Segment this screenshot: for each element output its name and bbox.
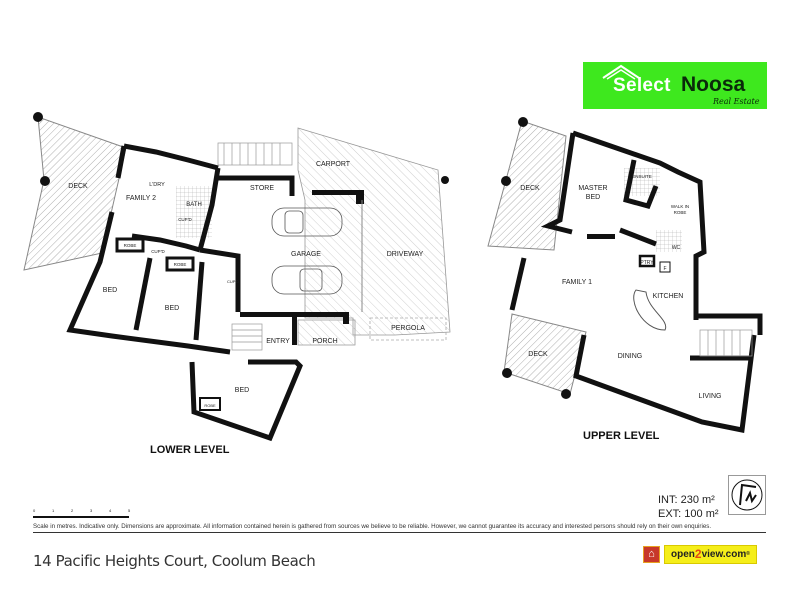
svg-text:CUP'D: CUP'D [178, 217, 192, 222]
lower-level-title: LOWER LEVEL [150, 444, 230, 456]
room-deck-upper: DECK [520, 185, 540, 192]
room-fridge: F [663, 266, 666, 272]
room-porch: PORCH [312, 338, 337, 345]
logo-select-text: Select [613, 75, 671, 96]
room-entry: ENTRY [266, 338, 290, 345]
svg-text:ROBE: ROBE [124, 243, 137, 248]
room-bed-3: BED [235, 387, 249, 394]
room-driveway: DRIVEWAY [387, 251, 424, 258]
disclaimer-text: Scale in metres. Indicative only. Dimens… [33, 523, 766, 533]
svg-text:ROBE: ROBE [204, 403, 216, 408]
svg-text:CUP'D: CUP'D [227, 279, 239, 284]
room-master-bed: MASTER [578, 185, 607, 192]
room-deck-lower: DECK [68, 183, 88, 190]
svg-text:CUP'D: CUP'D [151, 249, 165, 254]
room-garage: GARAGE [291, 251, 321, 258]
logo-noosa-text: Noosa [681, 73, 746, 96]
room-bath: BATH [186, 202, 202, 208]
area-external: EXT: 100 m² [658, 508, 719, 520]
area-internal: INT: 230 m² [658, 494, 715, 506]
room-pergola: PERGOLA [391, 325, 425, 332]
room-store: STORE [250, 185, 274, 192]
property-address: 14 Pacific Heights Court, Coolum Beach [33, 552, 316, 570]
room-dining: DINING [618, 353, 643, 360]
select-noosa-logo: Select Noosa Real Estate [583, 62, 767, 109]
svg-text:ROBE: ROBE [174, 262, 187, 267]
room-laundry: L'DRY [149, 182, 165, 188]
lower-level-plan: DECK FAMILY 2 L'DRY BATH CUP'D ROBE CUP'… [23, 112, 451, 442]
room-ensuite: ENSUITE [632, 174, 652, 179]
svg-text:ROBE: ROBE [674, 210, 687, 215]
room-pantry: PTRY [640, 260, 654, 266]
room-family-1: FAMILY 1 [562, 279, 592, 286]
room-kitchen: KITCHEN [653, 293, 684, 300]
upper-level-plan: DECK MASTER BED ENSUITE WALK IN ROBE WC … [487, 117, 763, 433]
upper-level-title: UPPER LEVEL [583, 430, 660, 442]
logo-tagline: Real Estate [713, 97, 760, 106]
floor-plan-drawing: DECK FAMILY 2 L'DRY BATH CUP'D ROBE CUP'… [23, 112, 763, 442]
room-deck-upper-2: DECK [528, 351, 548, 358]
room-family-2: FAMILY 2 [126, 195, 156, 202]
room-bed-2: BED [165, 305, 179, 312]
house-icon: ⌂ [643, 545, 660, 563]
room-bed-1: BED [103, 287, 117, 294]
svg-text:BED: BED [586, 194, 600, 201]
north-arrow-icon [728, 475, 766, 515]
room-carport: CARPORT [316, 161, 351, 168]
roof-icon [602, 64, 640, 80]
room-living: LIVING [699, 393, 722, 400]
room-walk-in-robe: WALK IN [671, 204, 689, 209]
room-wc: WC [672, 245, 681, 251]
scale-bar: 0 1 2 3 4 5 [33, 508, 133, 520]
